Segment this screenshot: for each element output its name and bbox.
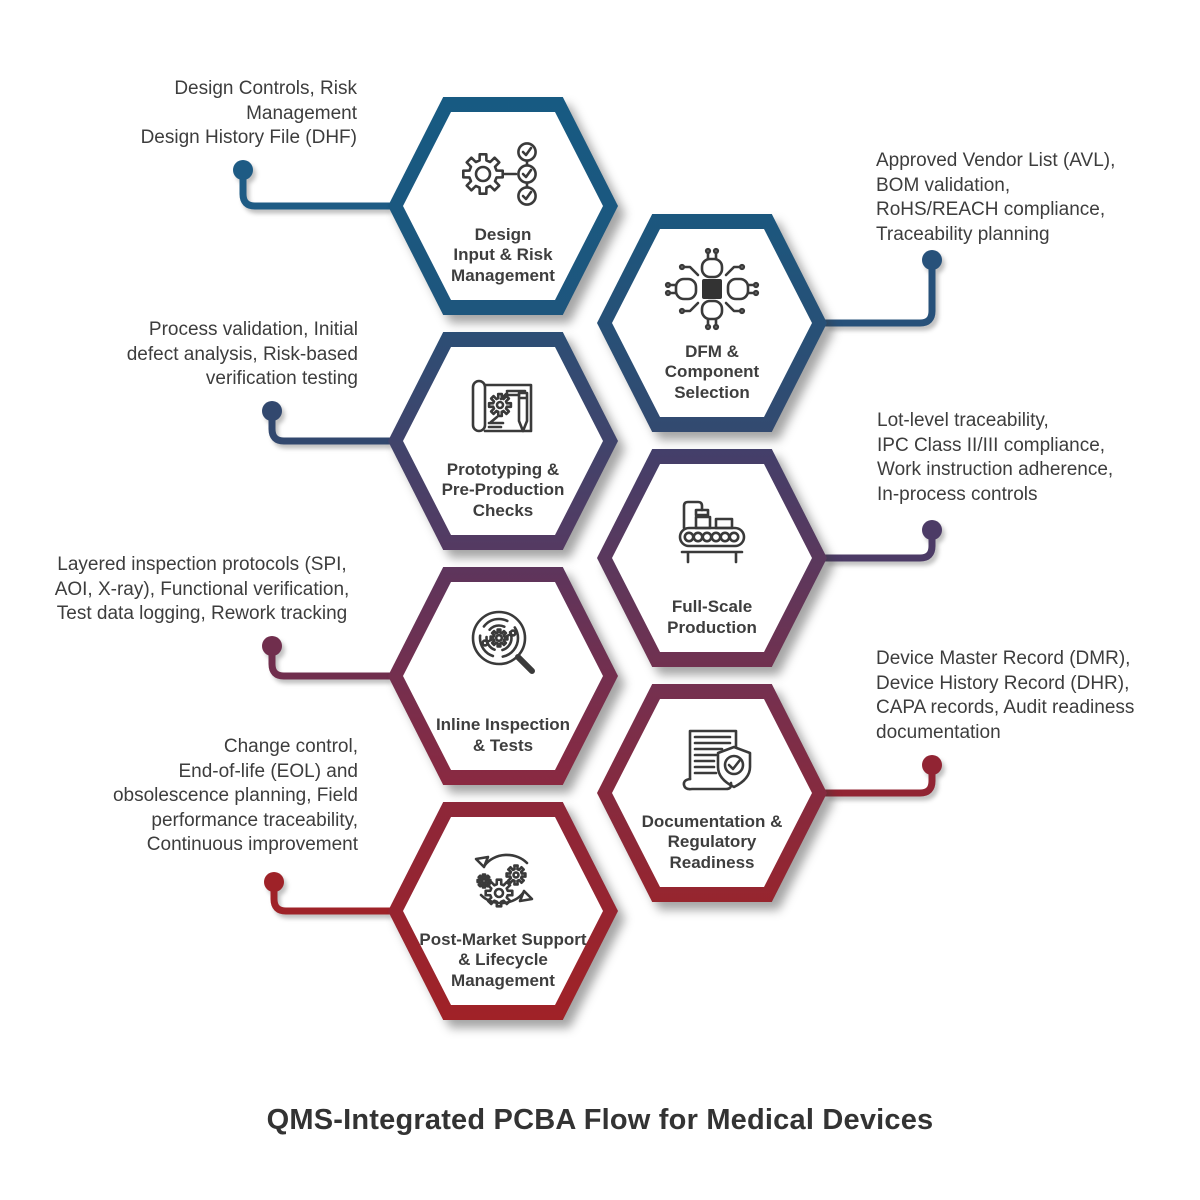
- connector-design-input: [233, 160, 390, 210]
- hex-face: [403, 112, 603, 300]
- connector-line: [825, 531, 936, 562]
- note-dfm-component-selection: Approved Vendor List (AVL),BOM validatio…: [876, 150, 1116, 245]
- connector-dot: [262, 636, 282, 656]
- document-shield-check-icon: [662, 717, 762, 805]
- cycle-gears-icon: [453, 835, 553, 923]
- hex-label: Inline Inspection& Tests: [435, 715, 571, 755]
- connector-line: [270, 883, 390, 915]
- note-full-scale-production: Lot-level traceability,IPC Class II/III …: [877, 410, 1114, 505]
- connector-dfm: [825, 250, 942, 327]
- connector-line: [825, 261, 936, 327]
- connector-documentation: [825, 755, 942, 797]
- connector-dot: [264, 872, 284, 892]
- hex-face: [403, 347, 603, 535]
- robot-conveyor-icon: [662, 482, 762, 570]
- blueprint-gear-pencil-icon: [453, 365, 553, 453]
- hex-face: [403, 817, 603, 1005]
- connector-post-market: [264, 872, 390, 915]
- magnifier-gear-icon: [453, 600, 553, 688]
- diagram-title: QMS-Integrated PCBA Flow for Medical Dev…: [266, 1104, 934, 1136]
- connector-line: [268, 647, 390, 680]
- hex-face: [612, 229, 812, 417]
- connector-dot: [922, 520, 942, 540]
- connector-full-scale: [825, 520, 942, 562]
- connector-line: [239, 171, 390, 210]
- hex-inline-inspection-tests: Inline Inspection& Tests: [388, 567, 618, 785]
- connector-inline-inspection: [262, 636, 390, 680]
- connector-dot: [262, 401, 282, 421]
- connector-prototyping: [262, 401, 390, 445]
- connector-dot: [922, 250, 942, 270]
- gear-checklist-icon: [453, 130, 553, 218]
- circuit-chip-icon: [662, 247, 762, 335]
- hex-border: Inline Inspection& Tests: [388, 567, 618, 785]
- connector-dot: [233, 160, 253, 180]
- connector-line: [268, 412, 390, 445]
- note-inline-inspection-tests: Layered inspection protocols (SPI,AOI, X…: [54, 554, 350, 624]
- connector-dot: [922, 755, 942, 775]
- hex-face: [612, 464, 812, 652]
- connector-line: [825, 766, 936, 797]
- note-documentation-regulatory-readiness: Device Master Record (DMR),Device Histor…: [876, 648, 1135, 743]
